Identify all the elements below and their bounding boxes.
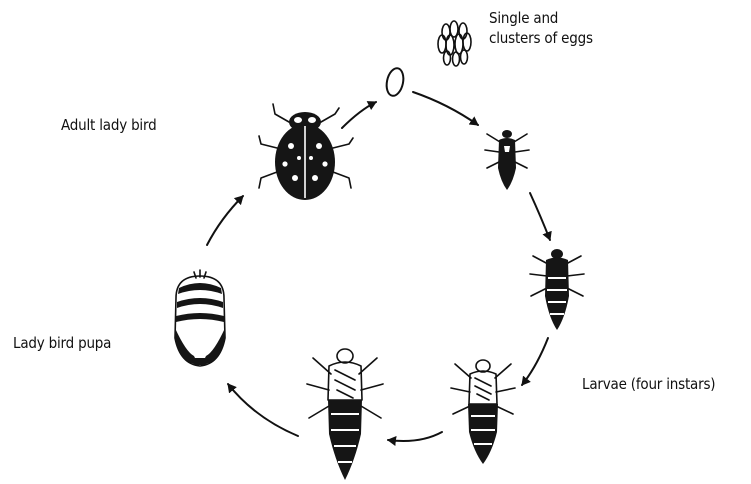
larva-instar-3-icon (451, 360, 515, 464)
arrow-larva4-to-pupa (228, 384, 298, 436)
arrow-adult-to-egg (342, 102, 376, 128)
larva-instar-2-icon (530, 249, 584, 330)
cycle-arrows (207, 92, 550, 441)
egg-cluster-icon (438, 21, 471, 66)
arrow-larva2-to-larva3 (522, 338, 548, 385)
single-egg-icon (384, 67, 405, 98)
arrow-egg-to-larva1 (413, 92, 478, 125)
arrow-larva1-to-larva2 (530, 193, 550, 240)
larva-instar-4-icon (307, 349, 383, 480)
arrow-larva3-to-larva4 (388, 432, 442, 441)
arrow-pupa-to-adult (207, 196, 243, 245)
ladybird-icon (259, 104, 353, 200)
larva-instar-1-icon (485, 130, 529, 190)
pupa-icon (175, 270, 225, 366)
